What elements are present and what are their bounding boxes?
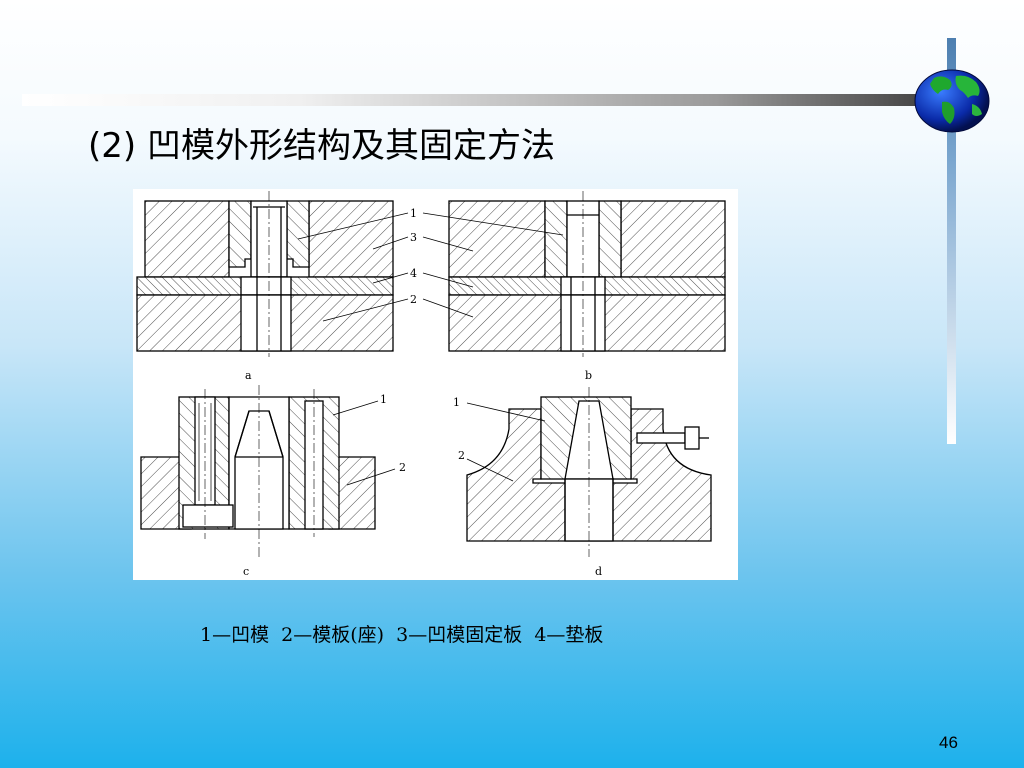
panel-a-letter: a	[245, 369, 252, 382]
panel-d-drawing	[466, 387, 712, 557]
panel-a-label-2: 2	[410, 293, 417, 306]
panel-d-letter: d	[595, 565, 602, 578]
globe-icon	[914, 69, 990, 133]
panel-b-letter: b	[585, 369, 592, 382]
panel-c-drawing	[140, 385, 396, 559]
panel-c-letter: c	[243, 565, 249, 578]
slide-title: (2) 凹模外形结构及其固定方法	[88, 126, 555, 166]
panel-a-labels: 1 3 4 2 a	[245, 207, 417, 382]
technical-drawing: 1 3 4 2 a b 1 2 c 1 2 d	[136, 191, 726, 578]
panel-c-labels: 1 2 c	[243, 393, 406, 578]
panel-d-label-1: 1	[453, 396, 460, 409]
panel-d-labels: 1 2 d	[453, 396, 602, 578]
panel-a-label-3: 3	[410, 231, 417, 244]
panel-d-label-2: 2	[458, 449, 465, 462]
die-fixing-methods-figure: 1 3 4 2 a b 1 2 c 1 2 d	[133, 189, 738, 580]
vertical-accent-bar	[947, 38, 956, 444]
panel-b-labels: b	[585, 369, 592, 382]
panel-c-label-1: 1	[380, 393, 387, 406]
figure-caption: 1—凹模 2—模板(座) 3—凹模固定板 4—垫板	[200, 624, 604, 646]
page-number: 46	[939, 733, 958, 752]
title-underline-bar	[22, 94, 947, 106]
panel-b-drawing	[422, 191, 726, 357]
panel-a-drawing	[136, 191, 409, 357]
panel-a-label-4: 4	[410, 267, 417, 280]
panel-a-label-1: 1	[410, 207, 417, 220]
panel-c-label-2: 2	[399, 461, 406, 474]
